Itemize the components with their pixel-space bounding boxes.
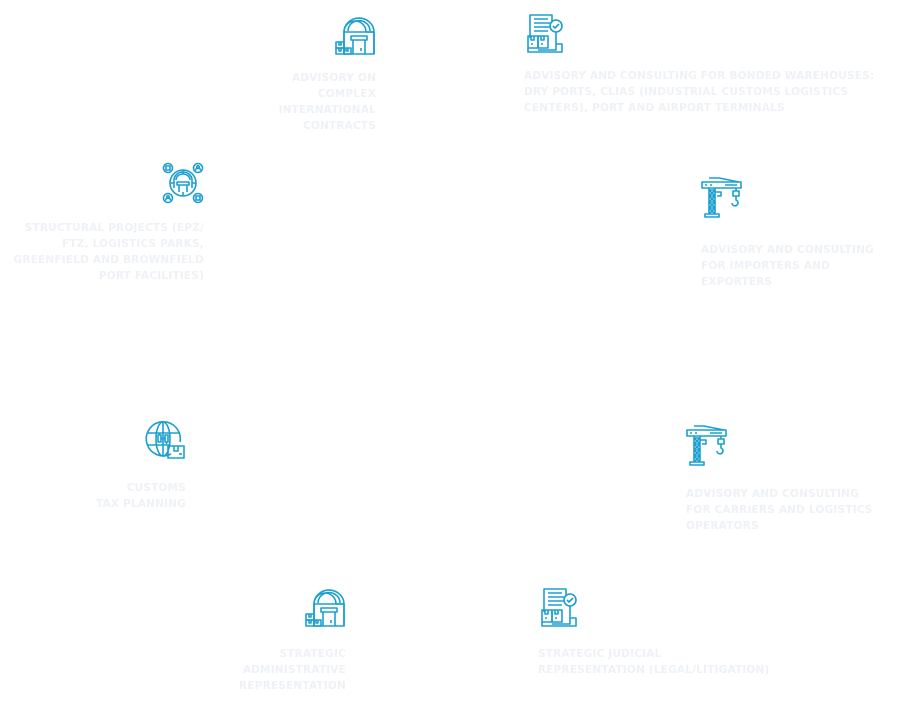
service-label: STRATEGIC ADMINISTRATIVE REPRESENTATION [239, 648, 346, 692]
service-card-international-contracts: ADVISORY ON COMPLEX INTERNATIONAL CONTRA… [270, 14, 376, 134]
service-card-importers-exporters: ADVISORY AND CONSULTING FOR IMPORTERS AN… [701, 176, 891, 290]
service-card-bonded-warehouses: ADVISORY AND CONSULTING FOR BONDED WAREH… [524, 12, 884, 116]
service-label: ADVISORY AND CONSULTING FOR IMPORTERS AN… [701, 244, 874, 288]
service-label: ADVISORY ON COMPLEX INTERNATIONAL CONTRA… [278, 72, 376, 132]
service-label: STRATEGIC JUDICIAL REPRESENTATION (LEGAL… [538, 648, 770, 676]
crane-icon [701, 176, 743, 218]
document-boxes-check-icon [538, 586, 580, 628]
document-boxes-check-icon [524, 12, 566, 54]
service-card-administrative-representation: STRATEGIC ADMINISTRATIVE REPRESENTATION [226, 586, 346, 694]
service-label: ADVISORY AND CONSULTING FOR BONDED WAREH… [524, 70, 875, 114]
service-card-judicial-representation: STRATEGIC JUDICIAL REPRESENTATION (LEGAL… [538, 586, 798, 678]
service-card-customs-tax-planning: CUSTOMS TAX PLANNING [90, 420, 186, 512]
network-warehouse-icon [162, 162, 204, 204]
service-label: ADVISORY AND CONSULTING FOR CARRIERS AND… [686, 488, 873, 532]
crane-icon [686, 424, 728, 466]
service-card-carriers-logistics: ADVISORY AND CONSULTING FOR CARRIERS AND… [686, 424, 886, 534]
service-label: STRUCTURAL PROJECTS (EPZ/ FTZ, LOGISTICS… [13, 222, 204, 282]
globe-package-icon [144, 420, 186, 462]
warehouse-icon [334, 14, 376, 56]
warehouse-icon [304, 586, 346, 628]
service-label: CUSTOMS TAX PLANNING [95, 482, 186, 510]
service-card-structural-projects: STRUCTURAL PROJECTS (EPZ/ FTZ, LOGISTICS… [6, 162, 204, 284]
